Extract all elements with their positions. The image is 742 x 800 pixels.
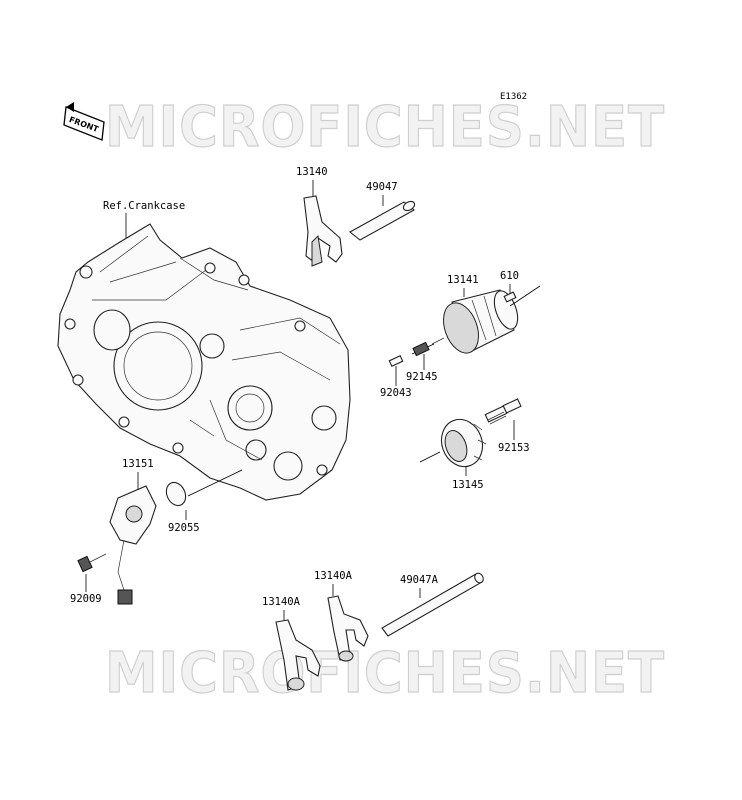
shift-fork-13140a-left <box>275 619 321 691</box>
label-13140a-right: 13140A <box>314 570 353 582</box>
label-92055: 92055 <box>168 522 200 534</box>
ref-crankcase-label: Ref.Crankcase <box>103 200 185 212</box>
axis-drum-right <box>509 285 541 307</box>
oring-92055 <box>165 481 187 507</box>
shaft-49047 <box>349 200 416 241</box>
shift-fork-13140 <box>303 195 343 267</box>
gear-position-sensor-13151 <box>109 485 157 605</box>
label-13151: 13151 <box>122 458 154 470</box>
bolt-92153 <box>484 398 522 425</box>
screw-92009 <box>77 553 107 573</box>
label-92153: 92153 <box>498 442 530 454</box>
label-92145: 92145 <box>406 371 438 383</box>
label-49047: 49047 <box>366 181 398 193</box>
front-arrow-icon: FRONT <box>63 102 105 141</box>
label-92009: 92009 <box>70 593 102 605</box>
label-13140: 13140 <box>296 166 328 178</box>
label-610: 610 <box>500 270 519 282</box>
shaft-49047a <box>381 572 484 637</box>
shift-drum-segment-13145 <box>440 418 487 468</box>
shift-fork-13140a-right <box>327 595 369 662</box>
watermark-top: MICROFICHES.NET <box>105 95 665 160</box>
axis-oring <box>187 469 243 497</box>
shift-drum-13141 <box>431 289 519 354</box>
pin-92043 <box>388 355 404 367</box>
label-13140a-left: 13140A <box>262 596 301 608</box>
pin-610 <box>503 291 517 303</box>
watermark-bottom: MICROFICHES.NET <box>105 641 665 706</box>
spring-92145 <box>412 341 430 357</box>
label-49047a: 49047A <box>400 574 439 586</box>
label-92043: 92043 <box>380 387 412 399</box>
label-13141: 13141 <box>447 274 479 286</box>
axis-segment <box>419 451 441 463</box>
crankcase-drawing <box>57 223 351 501</box>
label-13145: 13145 <box>452 479 484 491</box>
diagram-code: E1362 <box>500 92 527 102</box>
